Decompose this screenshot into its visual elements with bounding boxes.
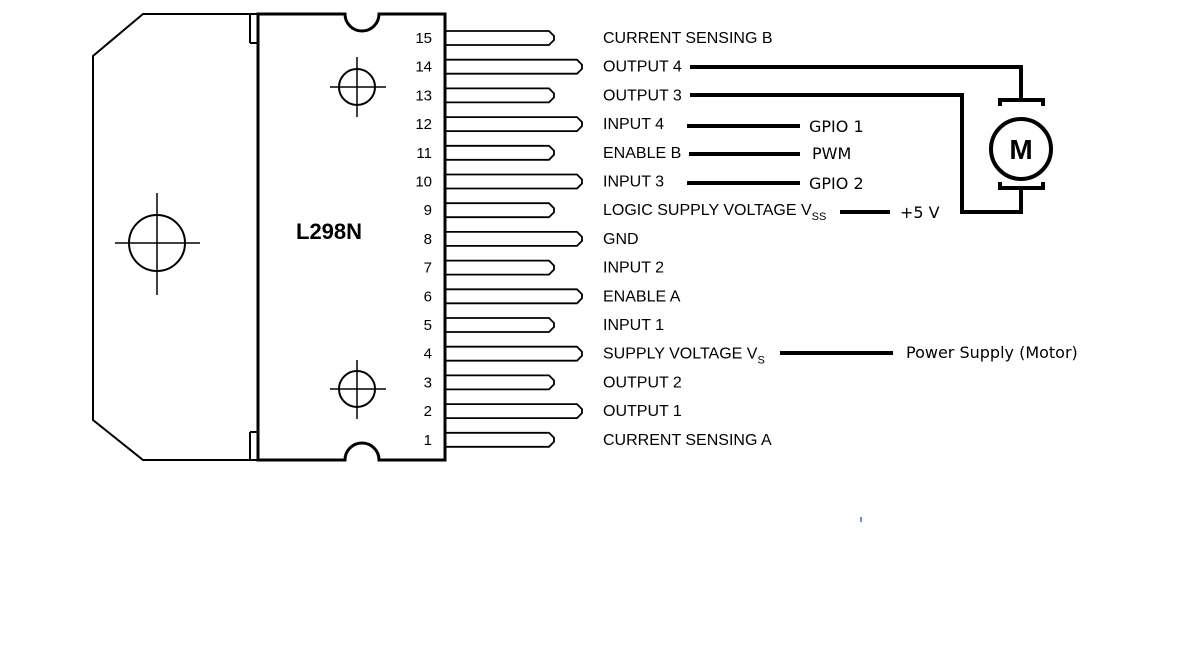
pin-number: 14 (415, 59, 432, 76)
pin-lead (445, 288, 583, 305)
pin-label-text: INPUT 1 (603, 317, 664, 334)
pin-10: 10 INPUT 3 (415, 174, 664, 191)
pin-number: 6 (424, 288, 432, 305)
pin-label-text: SUPPLY VOLTAGE V (603, 346, 758, 363)
pin-label-text: OUTPUT 4 (603, 59, 682, 76)
pin-label: ENABLE A (603, 288, 681, 305)
pin-label-text: OUTPUT 2 (603, 374, 682, 391)
pin-lead (445, 403, 583, 419)
plus5v-label: +5 V (900, 203, 940, 222)
pin-15: 15 CURRENT SENSING B (415, 30, 772, 47)
pin-5: 5 INPUT 1 (424, 317, 665, 334)
heatsink-mounting-hole-icon (115, 193, 200, 295)
chip-name: L298N (296, 219, 362, 244)
motor-letter: M (1009, 134, 1032, 165)
gpio2-label: GPIO 2 (809, 174, 864, 193)
pin-number: 12 (415, 116, 432, 133)
pin-label: ENABLE B (603, 145, 681, 162)
pin-label-text: INPUT 4 (603, 116, 664, 133)
pin-label-subscript: SS (812, 211, 827, 223)
pin-number: 2 (424, 403, 432, 420)
pin-lead (445, 431, 555, 448)
pin-label: OUTPUT 2 (603, 374, 682, 391)
pin-label-text: LOGIC SUPPLY VOLTAGE V (603, 202, 812, 219)
pin-label: INPUT 4 (603, 116, 664, 133)
pin-lead (445, 317, 555, 333)
pin-6: 6 ENABLE A (424, 288, 681, 305)
pin-label: OUTPUT 3 (603, 87, 682, 104)
pin-3: 3 OUTPUT 2 (424, 374, 682, 391)
motor-icon: M (989, 98, 1053, 190)
pin-label: CURRENT SENSING B (603, 30, 773, 47)
pin-label-text: OUTPUT 1 (603, 403, 682, 420)
pin-number: 11 (416, 145, 432, 162)
connection-wires (687, 65, 1023, 355)
upper-mounting-hole-icon (330, 57, 386, 117)
pin-lead (445, 259, 555, 276)
pin-label: GND (603, 231, 639, 248)
pin-label: OUTPUT 1 (603, 403, 682, 420)
pin-label: SUPPLY VOLTAGE VS (603, 346, 765, 367)
pin-2: 2 OUTPUT 1 (424, 403, 682, 420)
output3-wire (690, 93, 1023, 214)
heatsink-tab (92, 13, 259, 461)
pin-label: INPUT 1 (603, 317, 664, 334)
pin-1: 1 CURRENT SENSING A (424, 432, 772, 449)
pin-number: 7 (424, 260, 432, 277)
pin-number: 15 (415, 30, 432, 47)
pin-label-text: CURRENT SENSING A (603, 432, 772, 449)
pin-number: 13 (415, 87, 432, 104)
pin-label-text: ENABLE A (603, 288, 681, 305)
pin-lead (445, 30, 555, 46)
pin-number: 9 (424, 202, 432, 219)
pin-lead (445, 144, 555, 161)
pin-lead (445, 231, 583, 247)
pin-label: CURRENT SENSING A (603, 432, 772, 449)
pin-number: 3 (424, 374, 432, 391)
pin-label: OUTPUT 4 (603, 59, 682, 76)
output4-wire (690, 65, 1023, 100)
pin-lead (445, 345, 583, 362)
pin-4: 4 SUPPLY VOLTAGE VS (424, 346, 765, 367)
pin-label-text: ENABLE B (603, 145, 681, 162)
pin-lead (445, 374, 555, 391)
pin-label-text: INPUT 2 (603, 260, 664, 277)
pin-lead (445, 173, 583, 190)
pin-lead (445, 87, 555, 104)
pin-13: 13 OUTPUT 3 (415, 87, 682, 104)
pin-label: INPUT 3 (603, 174, 664, 191)
gpio1-label: GPIO 1 (809, 117, 864, 136)
pin-number: 4 (424, 346, 432, 363)
pin-label: LOGIC SUPPLY VOLTAGE VSS (603, 202, 826, 223)
chip-body (256, 12, 447, 462)
pin-11: 11 ENABLE B (416, 145, 681, 162)
pin-label-text: CURRENT SENSING B (603, 30, 773, 47)
lower-mounting-hole-icon (330, 360, 386, 419)
pin-number: 10 (415, 174, 432, 191)
pin-label: INPUT 2 (603, 260, 664, 277)
pin-number: 5 (424, 317, 432, 334)
pin-number: 1 (424, 432, 432, 449)
pin-label-text: GND (603, 231, 639, 248)
pin-lead (445, 116, 583, 132)
pin-label-text: OUTPUT 3 (603, 87, 682, 104)
pin-8: 8 GND (424, 231, 639, 248)
pin-label-text: INPUT 3 (603, 174, 664, 191)
pin-9: 9 LOGIC SUPPLY VOLTAGE VSS (424, 202, 827, 223)
pin-label-subscript: S (757, 355, 764, 367)
pin-number: 8 (424, 231, 432, 248)
pin-7: 7 INPUT 2 (424, 260, 665, 277)
power-supply-label: Power Supply (Motor) (906, 343, 1078, 362)
pin-12: 12 INPUT 4 (415, 116, 664, 133)
pin-lead (445, 58, 583, 75)
pwm-label: PWM (812, 144, 851, 163)
pin-lead (445, 202, 555, 219)
pin-14: 14 OUTPUT 4 (415, 59, 682, 76)
